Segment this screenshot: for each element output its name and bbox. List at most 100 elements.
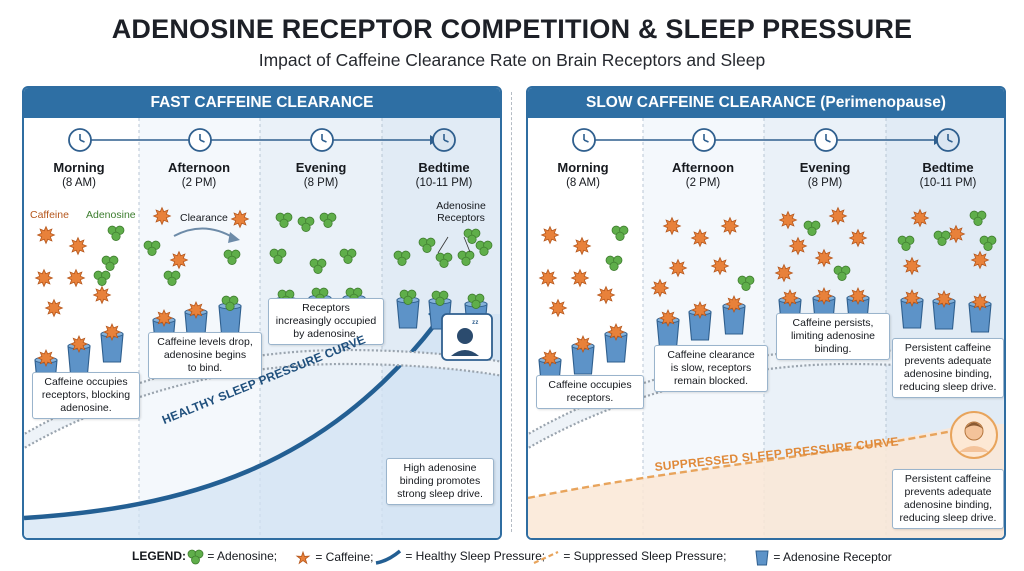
adenosine-molecule [107,225,125,241]
adenosine-lobe [471,299,481,309]
caffeine-molecule [572,236,592,256]
caffeine-molecule [169,250,189,270]
adenosine-lobe [225,301,235,311]
page-subtitle: Impact of Caffeine Clearance Rate on Bra… [258,50,766,70]
clock-hand [443,139,449,143]
clock-hand [79,139,85,143]
fast-timeline-afternoon: Afternoon (2 PM) [144,160,254,189]
caffeine-molecule [690,228,710,248]
caffeine-molecule [788,236,808,256]
clearance-label: Clearance [180,212,228,224]
caffeine-molecule [650,278,670,298]
adenosine-molecule [309,258,327,274]
slow-timeline-evening: Evening (8 PM) [770,160,880,189]
caffeine-molecule [780,288,800,308]
caffeine-molecule [540,225,560,245]
adenosine-lobe [97,276,107,286]
clock-hand [703,139,709,143]
caffeine-molecule [92,285,112,305]
adenosine-molecule [463,228,481,244]
fast-timeline-bedtime: Bedtime (10-11 PM) [389,160,499,189]
caffeine-molecule [102,322,122,342]
fast-panel-header: FAST CAFFEINE CLEARANCE [24,88,500,118]
caffeine-molecule [848,228,868,248]
caffeine-molecule [814,286,834,306]
caffeine-molecule [152,206,172,226]
caffeine-molecule [970,250,990,270]
adenosine-lobe [467,234,477,244]
slow-clearance-panel: SLOW CAFFEINE CLEARANCE (Perimenopause) … [526,86,1006,540]
adenosine-lobe [343,254,353,264]
adenosine-lobe [479,246,489,256]
caffeine-molecule [186,300,206,320]
fast-timeline-morning: Morning (8 AM) [24,160,134,189]
caffeine-molecule [848,286,868,306]
membrane-outer-layer [24,348,500,436]
legend-receptor: = Adenosine Receptor [754,549,892,567]
adenosine-molecule [101,255,119,271]
adenosine-lobe [741,281,751,291]
slow-timeline-bedtime: Bedtime (10-11 PM) [893,160,1003,189]
caffeine-molecule [902,288,922,308]
caffeine-molecule [606,322,626,342]
timeline-label: Afternoon [167,160,231,175]
adenosine-molecule [399,289,417,305]
adenosine-molecule [269,248,287,264]
adenosine-molecule [297,216,315,232]
adenosine-molecule [339,248,357,264]
timeline-label: Bedtime [418,160,470,175]
receptor-icon [755,550,769,566]
timeline-time: (8 PM) [303,177,339,189]
adenosine-molecule [275,212,293,228]
adenosine-lobe [901,241,911,251]
caffeine-icon [295,550,311,565]
legend-caffeine: = Caffeine; [294,549,374,567]
adenosine-lobe [279,218,289,228]
fast-note-morning: Caffeine occupies receptors, blocking ad… [32,372,140,419]
legend-suppressed-text: = Suppressed Sleep Pressure; [563,549,727,564]
legend-receptor-text: = Adenosine Receptor [773,550,892,565]
timeline-label: Bedtime [922,160,974,175]
adenosine-molecule [435,252,453,268]
sleeping-person-icon: ᶻᶻ [441,313,493,361]
clearance-arrowhead [228,232,240,243]
caffeine-molecule [36,348,56,368]
adenosine-molecule [979,235,997,251]
caffeine-molecule [946,224,966,244]
head-icon [457,328,473,344]
caffeine-molecule [44,298,64,318]
adenosine-lobe [439,258,449,268]
adenosine-lobe [807,226,817,236]
slow-panel-diagram [528,118,1004,538]
clock-hand [825,139,831,143]
caffeine-molecule [710,256,730,276]
sleep-pressure-area [24,314,500,538]
fast-clearance-panel: ᶻᶻ FAST CAFFEINE CLEARANCE Morning (8 AM… [22,86,502,540]
adenosine-lobe [609,261,619,271]
page-title: ADENOSINE RECEPTOR COMPETITION & SLEEP P… [111,14,913,44]
timeline-time: (10-11 PM) [919,177,977,189]
pointer-line [463,236,471,253]
timeline-time: (10-11 PM) [415,177,473,189]
adenosine-molecule [611,225,629,241]
fast-timeline-evening: Evening (8 PM) [266,160,376,189]
adenosine-receptors-label: Adenosine Receptors [436,200,486,224]
legend-adenosine-text: = Adenosine; [207,549,278,564]
adenosine-molecule [457,250,475,266]
fast-note-bedtime: High adenosine binding promotes strong s… [386,458,494,505]
caffeine-molecule [934,289,954,309]
pointer-line [437,236,449,254]
adenosine-lobe [167,276,177,286]
caffeine-label: Caffeine [30,209,69,221]
slow-note-afternoon: Caffeine clearance is slow, receptors re… [654,345,768,392]
legend-title: LEGEND: [132,549,186,563]
adenosine-molecule [319,212,337,228]
face-icon [964,421,984,441]
clock-hand [583,139,589,143]
shoulders-icon [959,446,989,452]
legend-adenosine: = Adenosine; [187,549,277,565]
adenosine-lobe [422,243,432,253]
suppressed-sleep-pressure-curve [528,426,969,500]
panel-divider [511,92,512,532]
time-column [528,118,643,538]
